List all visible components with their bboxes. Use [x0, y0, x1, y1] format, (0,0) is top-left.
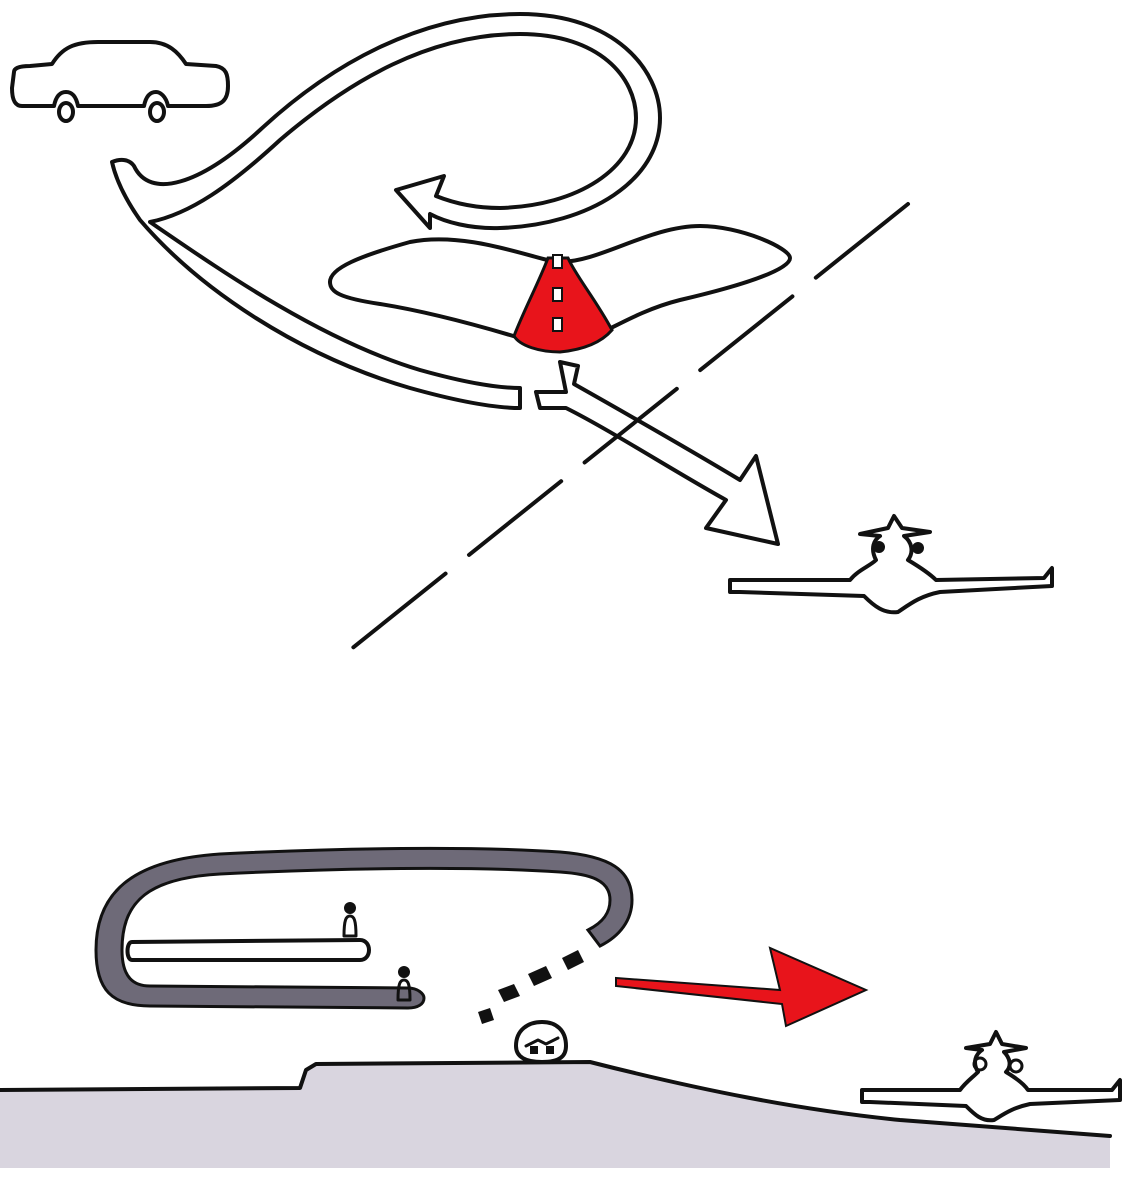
arrival-loop-arrow	[110, 12, 662, 410]
person-icon	[396, 966, 412, 1002]
person-icon	[342, 902, 358, 938]
departure-arrow	[534, 360, 780, 546]
car-icon	[10, 40, 230, 123]
elevated-walkway-loop	[94, 846, 634, 1010]
ground-surface	[0, 1062, 1110, 1168]
terminal-building	[328, 224, 792, 340]
direction-arrow	[615, 946, 869, 1028]
airside-boundary-line	[348, 202, 910, 652]
transfer-dashes	[478, 950, 584, 1024]
airplane-icon	[860, 1030, 1122, 1123]
red-passage	[512, 254, 614, 354]
plan-view	[10, 12, 1054, 652]
bus-front-icon	[514, 1020, 568, 1064]
section-view	[0, 846, 1122, 1168]
airplane-icon	[728, 514, 1054, 615]
